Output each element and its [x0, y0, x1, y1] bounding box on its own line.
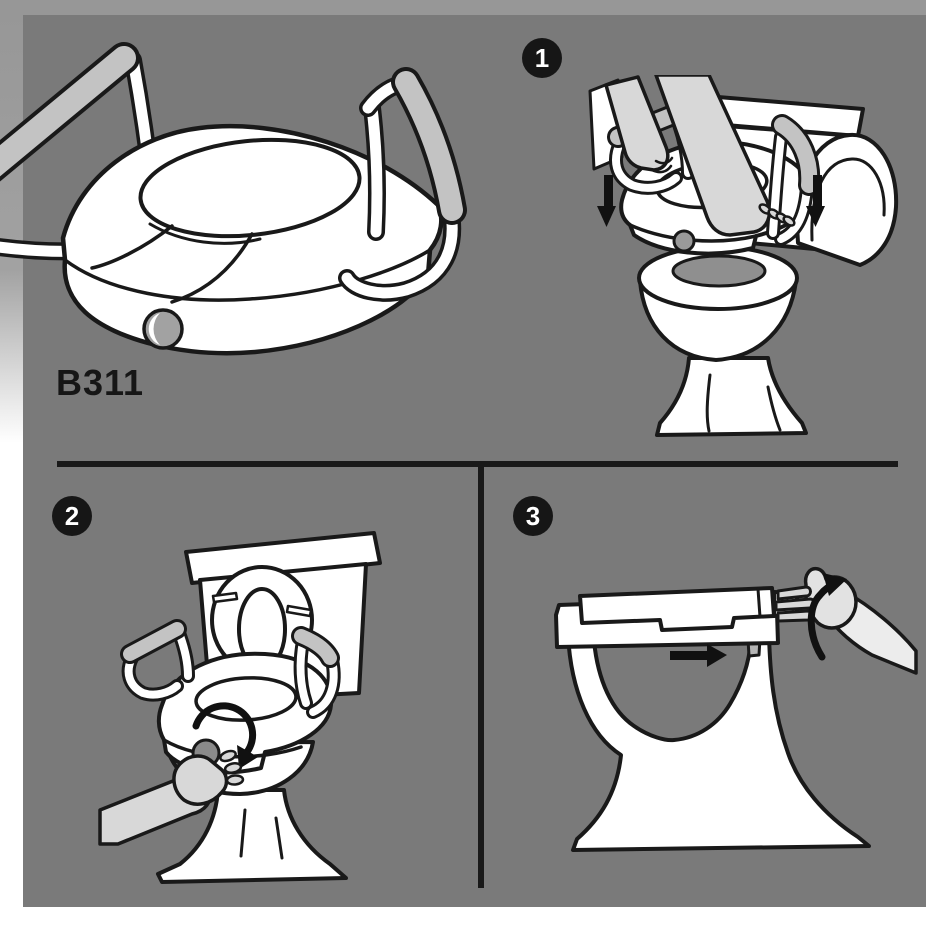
- page-margin-top: [0, 0, 926, 15]
- hand-turning-adjuster: [774, 566, 918, 675]
- step-2-illustration-tighten-knob: [98, 531, 382, 884]
- step-1-badge: 1: [522, 38, 562, 78]
- toilet-side-profile: [554, 595, 871, 852]
- step-2-badge: 2: [52, 496, 92, 536]
- bowl-opening: [671, 254, 767, 288]
- bowl-opening: [592, 639, 753, 743]
- down-arrow-icon: [597, 175, 616, 227]
- toilet-bowl: [637, 245, 808, 437]
- toilet-seat-ring-upright: [210, 565, 314, 675]
- slide-right-arrow-icon: [670, 644, 727, 667]
- seat-opening: [138, 137, 362, 239]
- step-1-illustration-place-seat: [588, 75, 899, 437]
- step-3-badge: 3: [513, 496, 553, 536]
- locking-knob: [672, 229, 696, 253]
- clockwise-rotation-arrow-icon: [192, 702, 258, 769]
- seat-body: [60, 123, 444, 356]
- step-3-illustration-adjust-bracket: [554, 566, 918, 852]
- rotation-arrow-icon: [807, 573, 847, 661]
- locking-knob: [142, 308, 184, 350]
- hands-lowering-seat: [604, 75, 796, 237]
- right-armrest: [338, 67, 467, 302]
- product-illustration-raised-toilet-seat: [0, 42, 467, 356]
- model-label: B311: [56, 362, 145, 403]
- hand-turning-knob: [98, 749, 245, 846]
- down-arrow-icon: [806, 175, 825, 227]
- horizontal-divider: [57, 461, 898, 467]
- vertical-divider: [478, 461, 484, 888]
